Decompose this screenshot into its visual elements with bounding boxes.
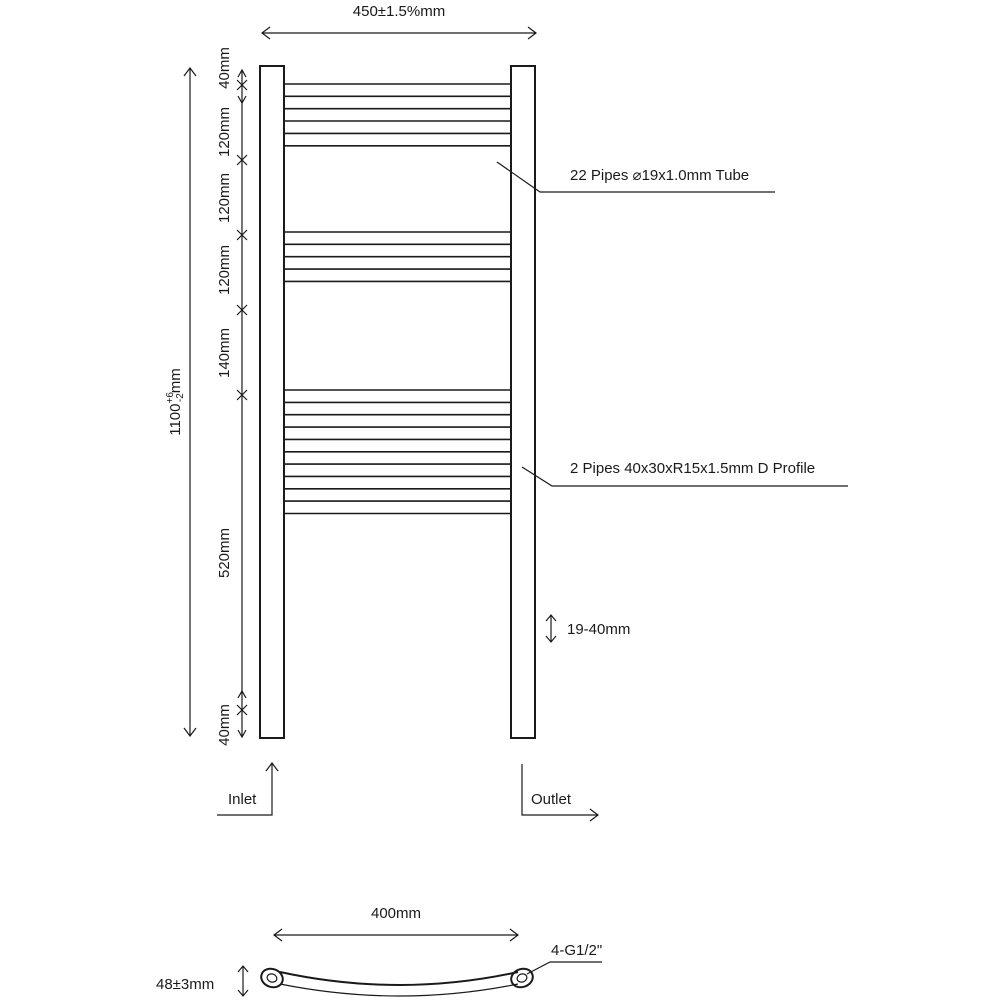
outlet-marker: Outlet <box>521 764 599 822</box>
bottom-depth-label: 48±3mm <box>156 976 214 993</box>
profile-callout-label: 2 Pipes 40x30xR15x1.5mm D Profile <box>570 460 815 477</box>
seg-5-label: 520mm <box>216 528 233 578</box>
spacing-callout: 19-40mm <box>545 614 630 643</box>
height-tolerance-lower: -2 <box>175 393 186 402</box>
overall-width-dimension: 450±1.5%mm <box>261 3 537 40</box>
seg-3-label: 120mm <box>216 245 233 295</box>
bottom-width-label: 400mm <box>371 905 421 922</box>
height-main: 1100 <box>167 404 184 436</box>
overall-height-dimension: 1100+6-2mm <box>165 67 197 737</box>
outlet-label: Outlet <box>531 791 572 808</box>
spacing-callout-label: 19-40mm <box>567 621 630 638</box>
inlet-marker: Inlet <box>217 762 279 816</box>
inlet-label: Inlet <box>228 791 257 808</box>
overall-height-label: 1100+6-2mm <box>165 368 186 436</box>
spacing-dimension-chain: 40mm 120mm 120mm 120mm 140mm 520mm 40mm <box>216 47 248 746</box>
height-tolerance-upper: +6 <box>165 392 176 404</box>
profile-callout: 2 Pipes 40x30xR15x1.5mm D Profile <box>521 460 848 487</box>
right-connector <box>510 967 534 989</box>
overall-width-label: 450±1.5%mm <box>353 3 445 20</box>
seg-2-label: 120mm <box>216 173 233 223</box>
top-view-drawing: 400mm 4-G1/2" 48±3mm <box>156 905 602 997</box>
horizontal-tubes <box>284 83 511 515</box>
thread-callout-label: 4-G1/2" <box>551 942 602 959</box>
curved-tube <box>279 971 519 986</box>
tick-crosses <box>236 79 248 716</box>
seg-bottom-label: 40mm <box>216 704 233 746</box>
tubes-callout: 22 Pipes ⌀19x1.0mm Tube <box>496 161 775 193</box>
seg-1-label: 120mm <box>216 107 233 157</box>
right-rail <box>510 65 536 739</box>
seg-top-label: 40mm <box>216 47 233 89</box>
seg-4-label: 140mm <box>216 328 233 378</box>
height-unit: mm <box>167 368 184 393</box>
left-connector <box>260 967 284 989</box>
tubes-callout-label: 22 Pipes ⌀19x1.0mm Tube <box>570 167 749 184</box>
left-rail <box>259 65 285 739</box>
